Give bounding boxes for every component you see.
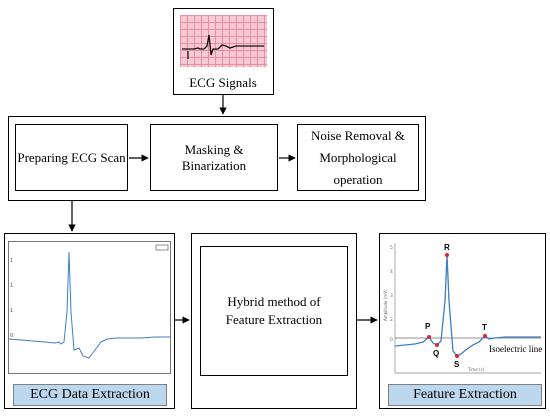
ecg-signals-box: ECG Signals bbox=[173, 8, 274, 95]
ecg-paper-image bbox=[180, 15, 267, 67]
ecg-signals-label: ECG Signals bbox=[189, 75, 257, 90]
feature-extraction-label: Feature Extraction bbox=[388, 384, 542, 406]
hybrid-method-label: Hybrid method of Feature Extraction bbox=[225, 294, 323, 327]
wave-label-t: T bbox=[482, 323, 487, 332]
r-wave-marker bbox=[445, 253, 449, 257]
svg-text:0: 0 bbox=[390, 337, 393, 343]
s-wave-marker bbox=[455, 354, 459, 358]
wave-label-p: P bbox=[425, 322, 431, 331]
step-noise-removal: Noise Removal & Morphological operation bbox=[297, 124, 419, 191]
svg-text:Time (s): Time (s) bbox=[467, 367, 485, 372]
feature-annotated-trace: 5 4 3 2 0 Amplitude (mV) Time (s) bbox=[383, 243, 541, 374]
ecg-plot-area: 1 1 1 0 bbox=[8, 241, 171, 374]
step-preparing-ecg-scan: Preparing ECG Scan bbox=[15, 124, 128, 191]
ecg-data-extraction-box: 1 1 1 0 ECG Data Extraction bbox=[4, 233, 175, 409]
svg-text:1: 1 bbox=[10, 308, 13, 314]
step-preparing-ecg-scan-label: Preparing ECG Scan bbox=[17, 149, 126, 165]
svg-text:4: 4 bbox=[390, 269, 393, 275]
ecg-raw-trace: 1 1 1 0 bbox=[9, 244, 171, 359]
wave-label-r: R bbox=[444, 243, 450, 252]
step-masking-binarization: Masking & Binarization bbox=[150, 124, 278, 191]
q-wave-marker bbox=[435, 343, 439, 347]
svg-text:2: 2 bbox=[390, 317, 393, 323]
step-masking-binarization-label: Masking & Binarization bbox=[181, 141, 247, 173]
wave-label-q: Q bbox=[433, 349, 440, 358]
isoelectric-line-label: Isoelectric line bbox=[489, 344, 543, 354]
wave-label-s: S bbox=[454, 360, 460, 369]
svg-text:5: 5 bbox=[390, 245, 393, 251]
svg-text:Amplitude (mV): Amplitude (mV) bbox=[383, 289, 388, 321]
svg-text:3: 3 bbox=[390, 293, 393, 299]
ecg-data-extraction-label: ECG Data Extraction bbox=[13, 384, 167, 406]
svg-text:1: 1 bbox=[10, 283, 13, 289]
t-wave-marker bbox=[483, 334, 487, 338]
svg-text:0: 0 bbox=[10, 333, 13, 339]
feature-plot-area: 5 4 3 2 0 Amplitude (mV) Time (s) P Q R … bbox=[383, 241, 542, 376]
ecg-paper-trace bbox=[182, 34, 264, 59]
svg-text:1: 1 bbox=[10, 258, 13, 264]
p-wave-marker bbox=[427, 335, 431, 339]
hybrid-method-box: Hybrid method of Feature Extraction bbox=[200, 246, 348, 376]
step-noise-removal-label: Noise Removal & Morphological operation bbox=[311, 127, 405, 187]
feature-extraction-box: 5 4 3 2 0 Amplitude (mV) Time (s) P Q R … bbox=[379, 233, 546, 409]
